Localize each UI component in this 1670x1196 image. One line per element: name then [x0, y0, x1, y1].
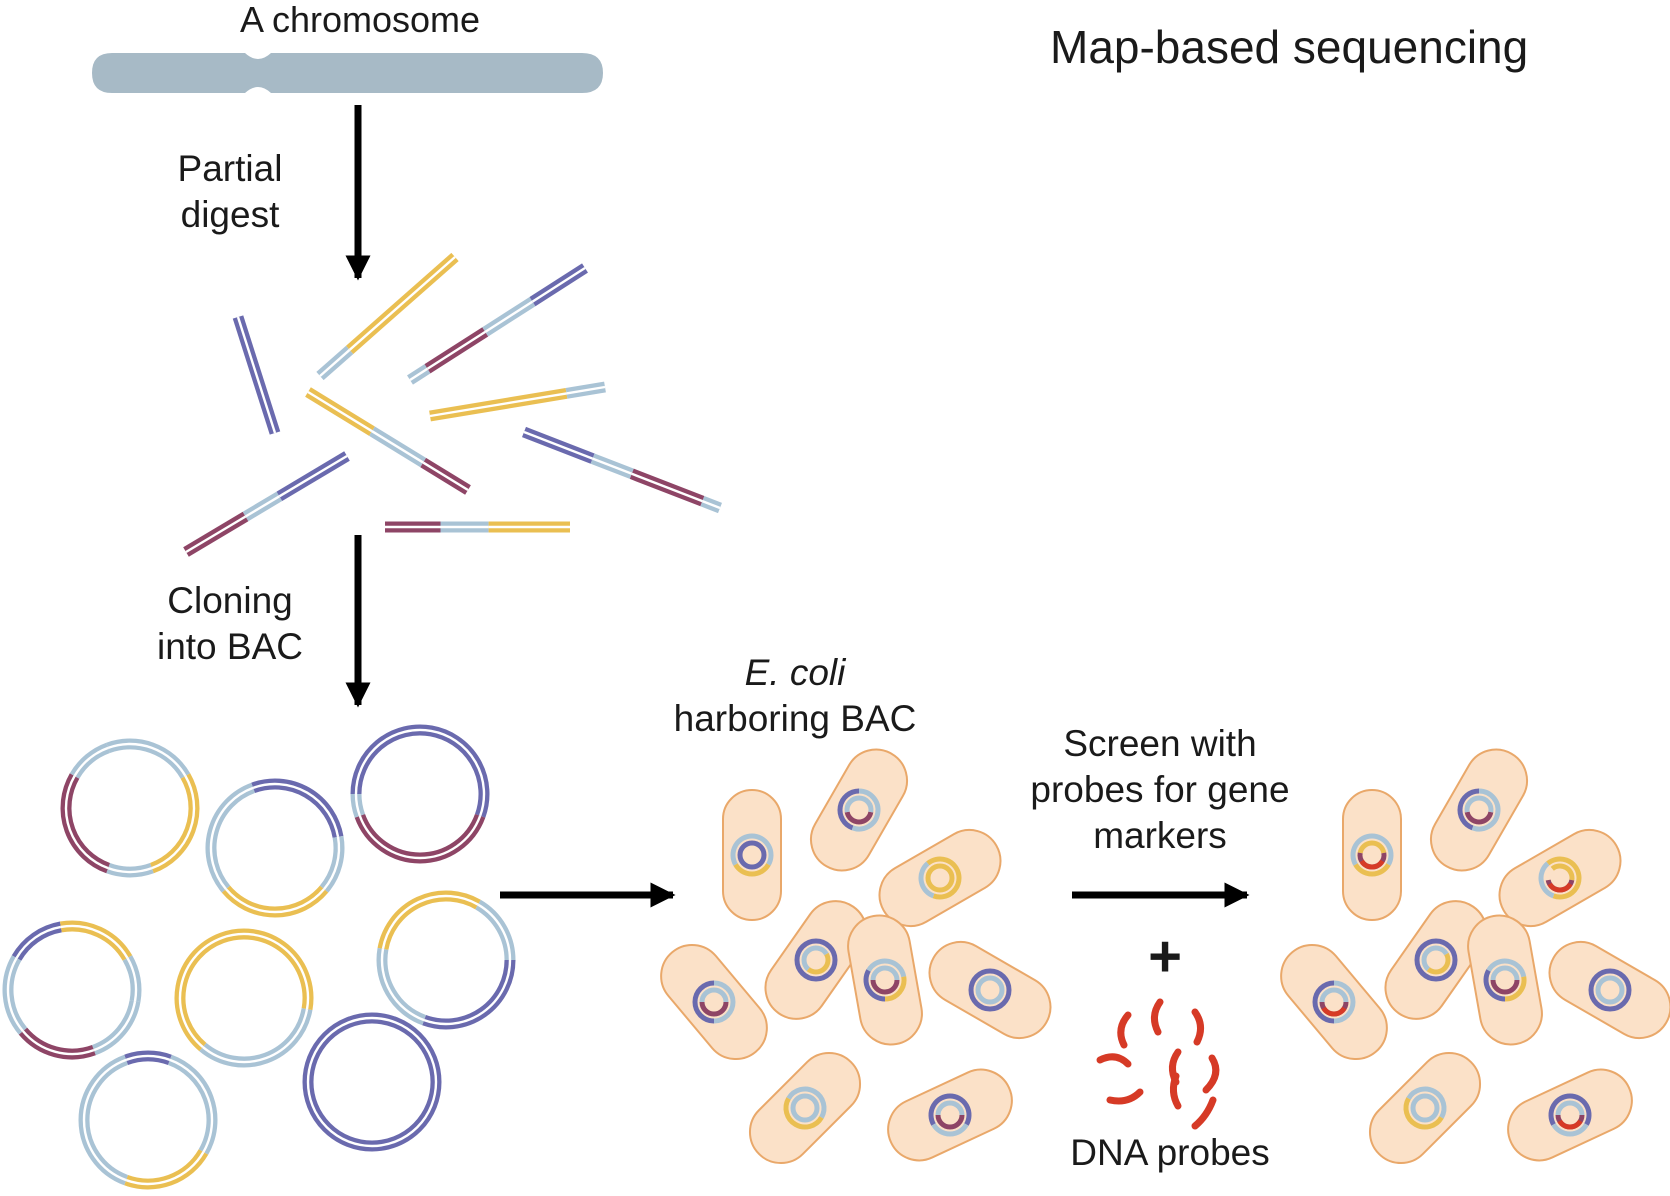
cell-plasmid-outer [863, 958, 907, 1002]
dna-fragment [429, 381, 606, 422]
bac-plasmid [2, 920, 142, 1060]
cell-plasmid-inner [844, 795, 874, 825]
cell-plasmid-inner [790, 1093, 820, 1123]
cell-plasmid-inner [801, 945, 831, 975]
screened-ecoli-cell [1507, 1068, 1633, 1162]
cell-plasmid-outer [968, 968, 1012, 1012]
cell-plasmid-outer [1414, 938, 1458, 982]
cell-plasmid-outer [837, 788, 881, 832]
bac-plasmids [2, 724, 516, 1190]
ecoli-cell [847, 914, 923, 1046]
dna-probes-graphic [1096, 998, 1220, 1130]
bac-plasmid [302, 1012, 442, 1152]
dna-fragment [305, 387, 471, 495]
cell-plasmid-inner [737, 840, 767, 870]
cell-plasmid-inner [1490, 965, 1520, 995]
cell-plasmid-outer [918, 856, 962, 900]
cell-plasmid-outer [1483, 958, 1527, 1002]
screened-ecoli-cell [1342, 789, 1402, 921]
dna-fragment [183, 451, 350, 557]
dna-probe [1191, 1008, 1204, 1046]
ecoli-cell [887, 1068, 1013, 1162]
screened-ecoli-cell [1384, 900, 1488, 1020]
dna-probes-label: DNA probes [1070, 1132, 1270, 1173]
ecoli-cell [660, 943, 768, 1061]
dna-probe [1151, 998, 1164, 1036]
cell-plasmid-outer [1538, 856, 1582, 900]
bac-plasmid [174, 928, 314, 1068]
bac-plasmid [205, 778, 345, 918]
cell-plasmid-outer [1588, 968, 1632, 1012]
chromosome-label: A chromosome [239, 0, 481, 40]
dna-fragment [232, 315, 281, 435]
dna-probe [1106, 1088, 1144, 1105]
bac-plasmid [60, 738, 200, 878]
ecoli-cell [878, 829, 1002, 927]
ecoli-cell [810, 748, 908, 872]
cell-plasmid-outer [928, 1093, 972, 1137]
probe-hybridization-mark [1557, 1119, 1583, 1130]
cell-plasmid-inner [1410, 1093, 1440, 1123]
cell-plasmid-outer [1350, 833, 1394, 877]
cell-plasmid-inner [975, 975, 1005, 1005]
dna-probe [1191, 1096, 1217, 1130]
dna-fragment [522, 426, 722, 514]
ecoli-cell [748, 1051, 862, 1165]
page-title: Map-based sequencing [1050, 21, 1529, 73]
cell-plasmid-inner [1595, 975, 1625, 1005]
screened-ecoli-cell [1368, 1051, 1482, 1165]
cell-plasmid-outer [1457, 788, 1501, 832]
cloning-label: Cloning into BAC [156, 580, 303, 667]
cell-plasmid-outer [783, 1086, 827, 1130]
screened-ecoli-cells [1280, 748, 1670, 1165]
ecoli-cell [722, 789, 782, 921]
dna-fragment [407, 263, 588, 385]
bac-plasmid [376, 890, 516, 1030]
ecoli-cell [764, 900, 868, 1020]
cell-plasmid-outer [1403, 1086, 1447, 1130]
ecoli-label: E. coli harboring BAC [673, 652, 917, 739]
screen-label: Screen with probes for gene markers [1030, 723, 1290, 856]
dna-probe [1202, 1054, 1220, 1094]
cell-plasmid-outer [730, 833, 774, 877]
screened-ecoli-cell [1280, 943, 1388, 1061]
probe-hybridization-mark [1547, 882, 1573, 893]
cell-plasmid-outer [1312, 980, 1356, 1024]
cell-plasmid-outer [1548, 1093, 1592, 1137]
cell-plasmid-inner [1464, 795, 1494, 825]
partial-digest-label: Partial digest [177, 148, 283, 235]
screened-ecoli-cell [1548, 941, 1670, 1039]
dna-fragments [183, 252, 722, 557]
dna-fragment [316, 252, 459, 381]
probe-hybridization-mark [1359, 859, 1385, 870]
cell-plasmid-inner [699, 987, 729, 1017]
bac-plasmid [78, 1050, 218, 1190]
cell-plasmid-inner [1421, 945, 1451, 975]
screened-ecoli-cell [1498, 829, 1622, 927]
arrows [345, 105, 1250, 908]
ecoli-cells [660, 748, 1052, 1165]
bac-plasmid [350, 724, 490, 864]
cell-plasmid-inner [935, 1100, 965, 1130]
probe-hybridization-mark [1321, 1006, 1347, 1017]
chromosome [92, 53, 603, 93]
cell-plasmid-inner [925, 863, 955, 893]
plus-sign: + [1148, 924, 1182, 989]
dna-probe [1169, 1072, 1182, 1110]
cell-plasmid-outer [794, 938, 838, 982]
ecoli-cell [928, 941, 1052, 1039]
screened-ecoli-cell [1467, 914, 1543, 1046]
cell-plasmid-inner [870, 965, 900, 995]
dna-probe [1096, 1053, 1132, 1068]
cell-plasmid-outer [692, 980, 736, 1024]
screened-ecoli-cell [1430, 748, 1528, 872]
dna-probe [1117, 1011, 1132, 1049]
